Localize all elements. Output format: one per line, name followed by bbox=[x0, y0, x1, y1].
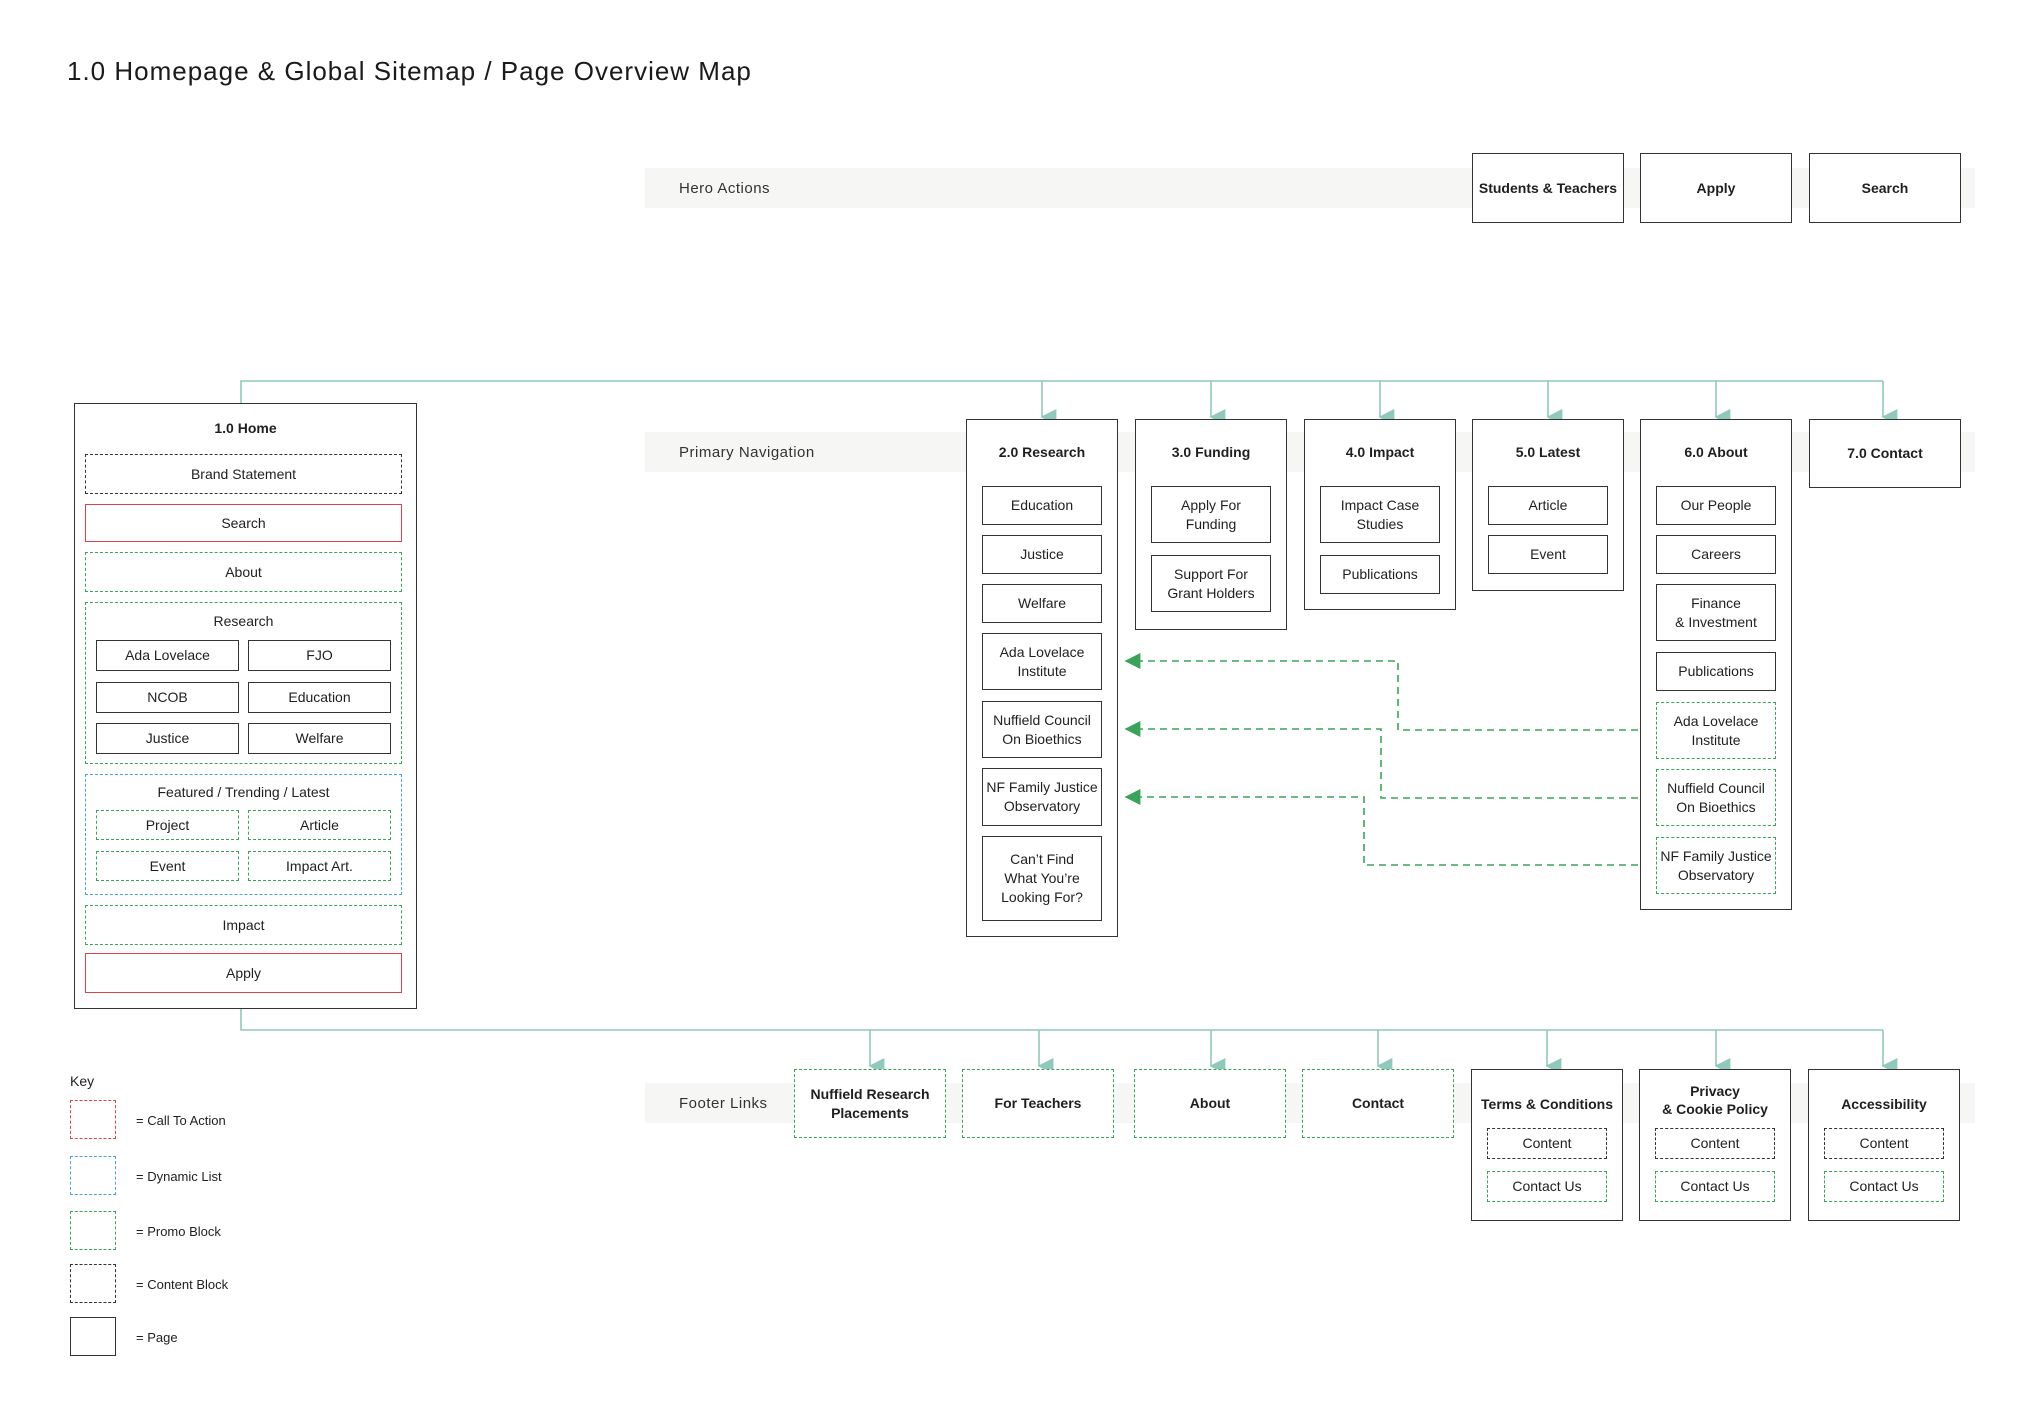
hero-apply[interactable]: Apply bbox=[1640, 153, 1792, 223]
footer-for-teachers[interactable]: For Teachers bbox=[962, 1069, 1114, 1138]
latest-article[interactable]: Article bbox=[1488, 486, 1608, 525]
home-featured-event[interactable]: Event bbox=[96, 851, 239, 881]
key-label-cta: = Call To Action bbox=[136, 1113, 226, 1128]
key-swatch-content bbox=[70, 1264, 116, 1303]
about-title[interactable]: 6.0 About bbox=[1684, 444, 1748, 460]
home-apply[interactable]: Apply bbox=[85, 953, 402, 993]
home-title: 1.0 Home bbox=[214, 420, 277, 436]
home-about[interactable]: About bbox=[85, 552, 402, 592]
research-education[interactable]: Education bbox=[982, 486, 1102, 525]
home-research-label: Research bbox=[213, 613, 274, 629]
key-label-page: = Page bbox=[136, 1330, 178, 1345]
key-label-dynamic: = Dynamic List bbox=[136, 1169, 222, 1184]
latest-event[interactable]: Event bbox=[1488, 535, 1608, 574]
footer-nuffield-research-placements[interactable]: Nuffield Research Placements bbox=[794, 1069, 946, 1138]
about-publications[interactable]: Publications bbox=[1656, 652, 1776, 691]
footer-privacy-contact-us[interactable]: Contact Us bbox=[1655, 1171, 1775, 1202]
home-impact[interactable]: Impact bbox=[85, 905, 402, 945]
funding-title[interactable]: 3.0 Funding bbox=[1171, 444, 1251, 460]
funding-support[interactable]: Support For Grant Holders bbox=[1151, 555, 1271, 612]
home-search[interactable]: Search bbox=[85, 504, 402, 542]
home-brand-statement[interactable]: Brand Statement bbox=[85, 454, 402, 494]
home-research-welfare[interactable]: Welfare bbox=[248, 723, 391, 754]
footer-accessibility-content[interactable]: Content bbox=[1824, 1128, 1944, 1159]
research-ada-lovelace[interactable]: Ada Lovelace Institute bbox=[982, 633, 1102, 690]
key-swatch-promo bbox=[70, 1211, 116, 1250]
footer-privacy-title[interactable]: Privacy & Cookie Policy bbox=[1662, 1083, 1768, 1117]
footer-terms-content[interactable]: Content bbox=[1487, 1128, 1607, 1159]
home-featured-block bbox=[85, 774, 402, 895]
about-promo-nuffield-council[interactable]: Nuffield Council On Bioethics bbox=[1656, 769, 1776, 826]
footer-accessibility-contact-us[interactable]: Contact Us bbox=[1824, 1171, 1944, 1202]
funding-apply[interactable]: Apply For Funding bbox=[1151, 486, 1271, 543]
home-featured-article[interactable]: Article bbox=[248, 810, 391, 840]
footer-terms-title[interactable]: Terms & Conditions bbox=[1481, 1096, 1613, 1112]
home-featured-label: Featured / Trending / Latest bbox=[157, 784, 330, 800]
research-justice[interactable]: Justice bbox=[982, 535, 1102, 574]
latest-title[interactable]: 5.0 Latest bbox=[1515, 444, 1581, 460]
research-nf-family-justice[interactable]: NF Family Justice Observatory bbox=[982, 768, 1102, 826]
footer-terms-contact-us[interactable]: Contact Us bbox=[1487, 1171, 1607, 1202]
key-label-content: = Content Block bbox=[136, 1277, 229, 1292]
research-cant-find[interactable]: Can’t Find What You’re Looking For? bbox=[982, 836, 1102, 921]
footer-about[interactable]: About bbox=[1134, 1069, 1286, 1138]
about-promo-ada-lovelace[interactable]: Ada Lovelace Institute bbox=[1656, 702, 1776, 759]
home-research-education[interactable]: Education bbox=[248, 682, 391, 713]
hero-students-teachers[interactable]: Students & Teachers bbox=[1472, 153, 1624, 223]
home-research-justice[interactable]: Justice bbox=[96, 723, 239, 754]
research-nuffield-council[interactable]: Nuffield Council On Bioethics bbox=[982, 701, 1102, 758]
key-title: Key bbox=[70, 1073, 95, 1089]
footer-accessibility-title[interactable]: Accessibility bbox=[1841, 1096, 1927, 1112]
hero-band-label: Hero Actions bbox=[679, 179, 771, 197]
about-our-people[interactable]: Our People bbox=[1656, 486, 1776, 525]
research-title[interactable]: 2.0 Research bbox=[998, 444, 1086, 460]
key-label-promo: = Promo Block bbox=[136, 1224, 221, 1239]
key-swatch-dynamic bbox=[70, 1156, 116, 1195]
key-swatch-page bbox=[70, 1317, 116, 1356]
home-featured-project[interactable]: Project bbox=[96, 810, 239, 840]
about-finance[interactable]: Finance & Investment bbox=[1656, 584, 1776, 641]
home-featured-impact-art[interactable]: Impact Art. bbox=[248, 851, 391, 881]
research-welfare[interactable]: Welfare bbox=[982, 584, 1102, 623]
impact-publications[interactable]: Publications bbox=[1320, 555, 1440, 594]
home-research-block bbox=[85, 602, 402, 764]
about-careers[interactable]: Careers bbox=[1656, 535, 1776, 574]
impact-case-studies[interactable]: Impact Case Studies bbox=[1320, 486, 1440, 543]
about-promo-nf-family-justice[interactable]: NF Family Justice Observatory bbox=[1656, 837, 1776, 894]
hero-search[interactable]: Search bbox=[1809, 153, 1961, 223]
home-research-ada-lovelace[interactable]: Ada Lovelace bbox=[96, 640, 239, 671]
key-swatch-cta bbox=[70, 1100, 116, 1139]
impact-title[interactable]: 4.0 Impact bbox=[1345, 444, 1415, 460]
home-research-fjo[interactable]: FJO bbox=[248, 640, 391, 671]
footer-privacy-content[interactable]: Content bbox=[1655, 1128, 1775, 1159]
contact-section[interactable]: 7.0 Contact bbox=[1809, 419, 1961, 488]
home-research-ncob[interactable]: NCOB bbox=[96, 682, 239, 713]
primary-band-label: Primary Navigation bbox=[679, 443, 815, 461]
footer-band-label: Footer Links bbox=[679, 1094, 768, 1112]
page-title: 1.0 Homepage & Global Sitemap / Page Ove… bbox=[67, 56, 752, 86]
footer-contact[interactable]: Contact bbox=[1302, 1069, 1454, 1138]
